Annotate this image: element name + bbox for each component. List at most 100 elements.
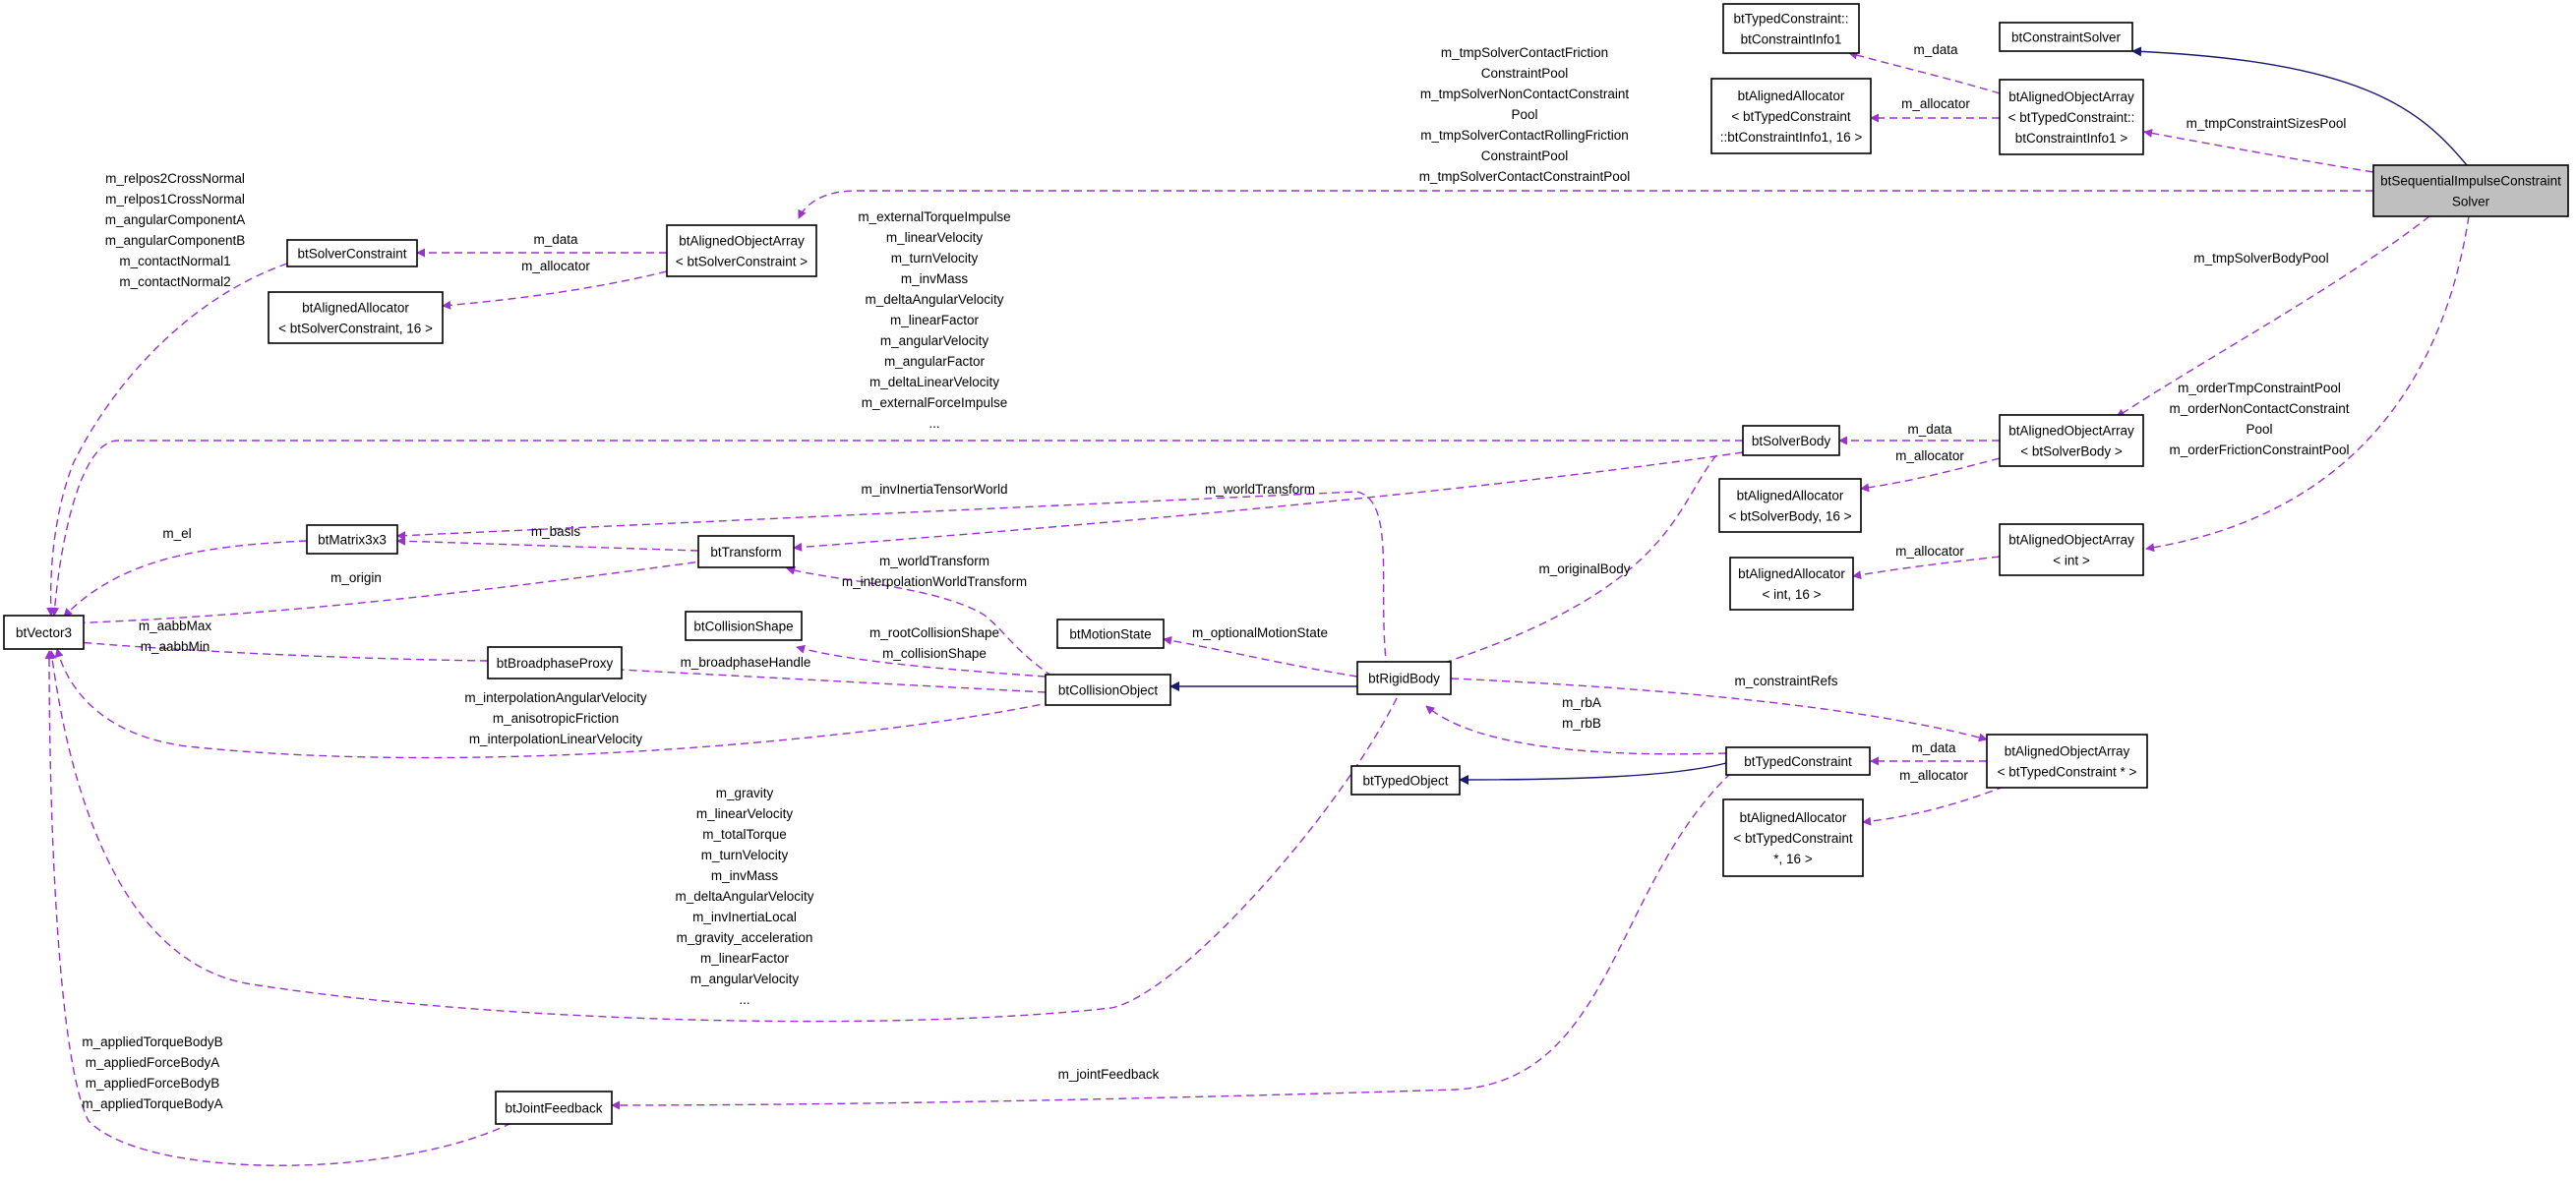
node-box — [1722, 798, 1864, 877]
edge-sizes-pool — [2143, 129, 2374, 173]
node-aligned-allocator-int[interactable]: btAlignedAllocator< int, 16 > — [1729, 557, 1854, 611]
edge-label-line: m_optionalMotionState — [1192, 625, 1328, 640]
edge-label-line: m_originalBody — [1538, 561, 1630, 576]
edge-order-pools — [2145, 215, 2470, 553]
label-motion: m_optionalMotionState — [1192, 625, 1328, 640]
edge-label-line: m_anisotropicFriction — [493, 711, 619, 726]
node-aligned-allocator-solver-constraint[interactable]: btAlignedAllocator< btSolverConstraint, … — [268, 291, 444, 344]
node-collision-shape[interactable]: btCollisionShape — [685, 611, 803, 641]
edge-label-line: m_appliedTorqueBodyB — [82, 1034, 222, 1049]
node-matrix3x3[interactable]: btMatrix3x3 — [306, 524, 398, 555]
node-aligned-allocator-solver-body[interactable]: btAlignedAllocator< btSolverBody, 16 > — [1718, 478, 1862, 533]
edge-label-line: m_constraintRefs — [1734, 674, 1837, 688]
node-box — [1986, 734, 2148, 789]
node-label: < btTypedConstraint:: — [2008, 110, 2135, 125]
label-original-body: m_originalBody — [1538, 561, 1630, 576]
node-box — [1356, 661, 1452, 695]
edge-sc-vectors — [46, 263, 288, 617]
node-label: *, 16 > — [1773, 852, 1813, 866]
edge-label-line: m_tmpSolverContactConstraintPool — [1419, 169, 1631, 184]
edge-label-line: m_aabbMin — [141, 639, 210, 654]
node-label: btAlignedObjectArray — [2008, 424, 2134, 439]
edge-body-pool — [2116, 215, 2430, 418]
edge-world-transform-sb — [793, 451, 1744, 552]
node-aligned-allocator-typed-constraint[interactable]: btAlignedAllocator< btTypedConstraint*, … — [1722, 798, 1864, 877]
label-alloc-sb: m_allocator — [1895, 448, 1964, 463]
label-data-sc: m_data — [533, 232, 578, 247]
edge-label-line: m_angularComponentB — [105, 233, 246, 248]
edge-label-line: m_el — [162, 526, 191, 541]
node-aligned-array-typed-constraint[interactable]: btAlignedObjectArray< btTypedConstraint … — [1986, 734, 2148, 789]
node-motion-state[interactable]: btMotionState — [1056, 619, 1165, 649]
node-solver-constraint[interactable]: btSolverConstraint — [286, 239, 418, 267]
edge-label-line: m_linearFactor — [890, 313, 980, 327]
edge-label-line: Pool — [2246, 422, 2272, 437]
edge-label-line: m_tmpConstraintSizesPool — [2187, 116, 2347, 131]
edge-label-line: m_deltaAngularVelocity — [865, 292, 1003, 307]
node-box — [697, 535, 795, 568]
edge-tmp-pools — [798, 190, 2373, 219]
node-collision-object[interactable]: btCollisionObject — [1045, 674, 1171, 706]
label-data-tc: m_data — [1911, 740, 1956, 755]
node-box — [1722, 3, 1860, 54]
node-rigid-body[interactable]: btRigidBody — [1356, 661, 1452, 695]
node-box — [487, 646, 623, 679]
edge-label-line: m_interpolationLinearVelocity — [469, 732, 643, 746]
node-label: < btSolverConstraint > — [676, 255, 808, 269]
node-solver-body[interactable]: btSolverBody — [1742, 425, 1840, 456]
edge-data-info1 — [1848, 50, 2001, 94]
node-label: btTransform — [710, 545, 781, 560]
node-transform[interactable]: btTransform — [697, 535, 795, 568]
edge-inv-tensor — [396, 491, 1388, 670]
node-label: btTypedConstraint:: — [1733, 12, 1848, 27]
edge-shapes — [796, 644, 1047, 678]
node-typed-object[interactable]: btTypedObject — [1350, 765, 1461, 796]
edge-label-line: ... — [739, 992, 749, 1007]
edge-rb-vectors — [47, 650, 1398, 1023]
edge-co-transforms — [786, 566, 1053, 678]
node-box — [3, 615, 85, 650]
node-typed-constraint-info1[interactable]: btTypedConstraint::btConstraintInfo1 — [1722, 3, 1860, 54]
node-label: < int, 16 > — [1762, 587, 1821, 602]
node-constraint-solver[interactable]: btConstraintSolver — [1999, 22, 2133, 52]
node-aligned-array-solver-constraint[interactable]: btAlignedObjectArray< btSolverConstraint… — [666, 224, 817, 277]
edge-label-line: m_invInertiaLocal — [692, 910, 797, 924]
node-box — [1999, 22, 2133, 52]
node-broadphase-proxy[interactable]: btBroadphaseProxy — [487, 646, 623, 679]
node-box — [1350, 765, 1461, 796]
edge-aabb — [66, 637, 489, 662]
node-typed-constraint[interactable]: btTypedConstraint — [1725, 746, 1871, 776]
node-label: < btSolverBody > — [2020, 444, 2123, 459]
node-box — [2372, 164, 2569, 217]
node-label: < btTypedConstraint — [1733, 831, 1852, 846]
edge-label-line: m_linearVelocity — [886, 230, 984, 245]
node-label: btAlignedAllocator — [1738, 89, 1845, 103]
edge-label-line: m_invMass — [711, 868, 779, 883]
node-aligned-array-int[interactable]: btAlignedObjectArray< int > — [1999, 523, 2144, 576]
node-vector3[interactable]: btVector3 — [3, 615, 85, 650]
edges — [44, 46, 2470, 1166]
node-box — [1725, 746, 1871, 776]
node-label: Solver — [2452, 195, 2490, 209]
edge-label-line: m_collisionShape — [882, 646, 987, 661]
edge-label-line: m_worldTransform — [1205, 482, 1315, 497]
node-label: btConstraintInfo1 — [1741, 32, 1842, 47]
node-joint-feedback[interactable]: btJointFeedback — [495, 1091, 613, 1125]
node-aligned-allocator-info1[interactable]: btAlignedAllocator< btTypedConstraint::b… — [1710, 78, 1872, 154]
edge-label-line: m_externalTorqueImpulse — [858, 209, 1010, 224]
edge-label-line: m_broadphaseHandle — [681, 655, 811, 670]
edge-jf-vectors — [44, 650, 512, 1166]
edge-label-line: m_deltaAngularVelocity — [675, 889, 813, 904]
node-aligned-array-info1[interactable]: btAlignedObjectArray< btTypedConstraint:… — [1999, 79, 2144, 155]
label-basis: m_basis — [531, 524, 581, 539]
node-label: btMotionState — [1069, 627, 1151, 642]
node-aligned-array-solver-body[interactable]: btAlignedObjectArray < btSolverBody > — [1999, 414, 2144, 467]
